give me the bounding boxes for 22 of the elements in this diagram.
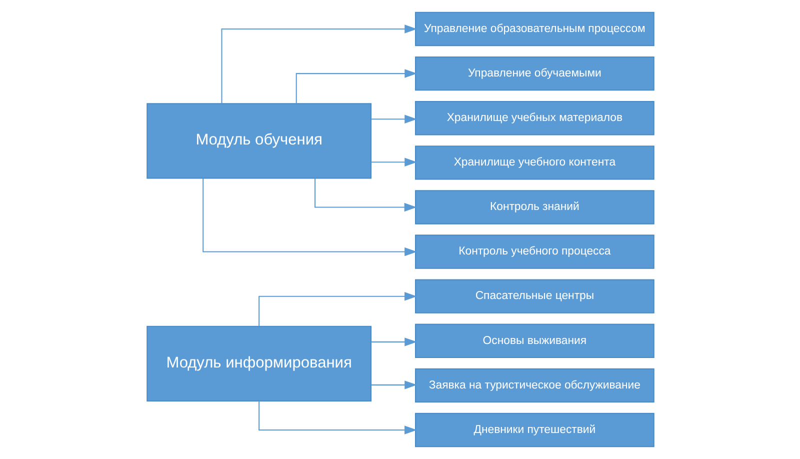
node-box: Хранилище учебного контента: [414, 146, 654, 180]
arrow: [258, 401, 416, 434]
node-box: Хранилище учебных материалов: [414, 101, 654, 136]
node-box: Основы выживания: [414, 324, 654, 358]
node-box: Спасательные центры: [414, 279, 654, 314]
node-box: Контроль учебного процесса: [414, 234, 654, 269]
node-box: Управление обучаемыми: [414, 56, 654, 91]
arrow: [370, 114, 417, 124]
arrow: [220, 24, 417, 104]
node-box: Модуль обучения: [146, 103, 371, 179]
arrow: [370, 158, 417, 166]
node-box: Контроль знаний: [414, 190, 654, 224]
node-box: Дневники путешествий: [414, 412, 654, 448]
arrow: [370, 338, 417, 346]
node-box: Управление образовательным процессом: [414, 12, 654, 46]
arrow: [314, 178, 416, 212]
arrow: [258, 292, 416, 326]
arrow: [295, 69, 417, 104]
node-box: Заявка на туристическое обслуживание: [414, 368, 654, 403]
arrow: [370, 380, 417, 390]
node-box: Модуль информирования: [146, 326, 371, 402]
arrow: [202, 178, 416, 256]
